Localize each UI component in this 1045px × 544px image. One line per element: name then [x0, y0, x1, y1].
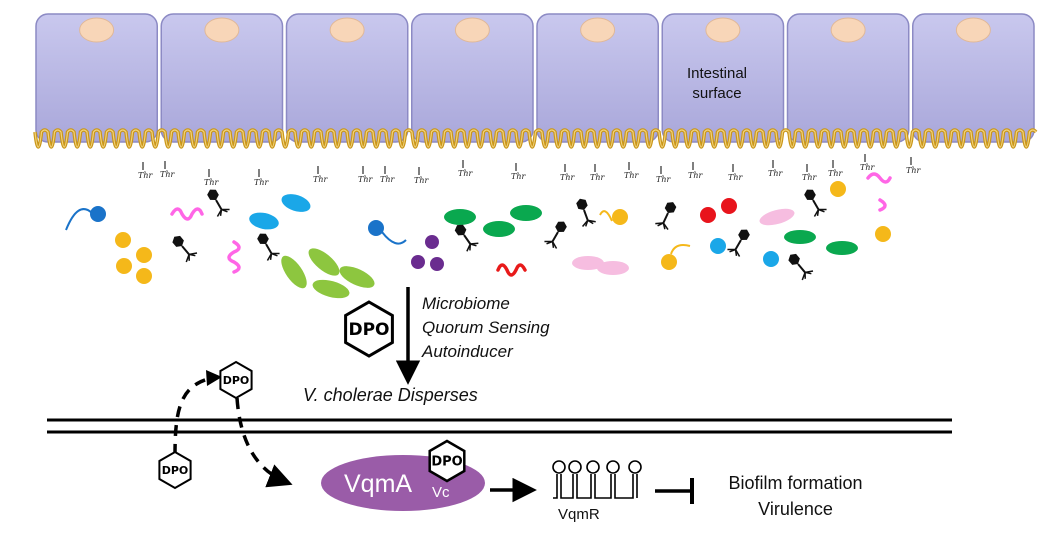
vqma-label: VqmA — [344, 470, 413, 498]
thr-label: Thr — [828, 169, 843, 178]
outcomes-label: Biofilm formation Virulence — [728, 473, 863, 519]
dpo-hexagon-bound: DPO — [428, 439, 466, 483]
epithelial-cell — [786, 13, 910, 143]
bacteriophages — [172, 189, 827, 281]
cell-nucleus — [454, 17, 490, 43]
bacteriophage — [172, 235, 198, 263]
bacteriophage — [576, 198, 596, 227]
bacteriophage — [727, 229, 750, 257]
epithelial-cell-layer — [35, 13, 1035, 143]
cell-nucleus — [955, 17, 991, 43]
thr-label: Thr — [802, 173, 817, 182]
thr-label: Thr — [414, 176, 429, 185]
purple-cocci — [411, 235, 444, 271]
cell-nucleus — [329, 17, 365, 43]
cell-nucleus — [204, 17, 240, 43]
thr-label: Thr — [768, 169, 783, 178]
blue-rods — [249, 194, 311, 230]
dpo-label: DPO — [431, 455, 462, 470]
microvilli-highlight — [34, 129, 1037, 148]
thr-label: Thr — [358, 175, 373, 184]
thr-label: Thr — [688, 171, 703, 180]
cell-nucleus — [580, 17, 616, 43]
bacteriophage — [804, 189, 827, 217]
microvilli-border — [33, 128, 1038, 149]
thr-label: Thr — [138, 171, 153, 180]
bacteriophage — [257, 233, 280, 261]
bacteriophage — [207, 189, 230, 217]
bacteriophage — [655, 202, 677, 230]
epithelial-cell — [35, 13, 158, 143]
thr-label: Thr — [590, 173, 605, 182]
vqmr-rna — [552, 460, 642, 499]
dpo-label: DPO — [223, 374, 250, 387]
dpo-label: DPO — [162, 464, 189, 477]
dpo-binding-arrow — [235, 397, 293, 488]
red-cocci — [700, 198, 737, 223]
dpo-hexagon-outside: DPO — [219, 360, 253, 400]
intestinal-surface-label: Intestinal surface — [686, 65, 748, 102]
pink-rods — [572, 208, 795, 275]
thr-label: Thr — [860, 163, 875, 172]
thr-label: Thr — [728, 173, 743, 182]
thr-label: Thr — [204, 178, 219, 187]
thr-label: Thr — [380, 175, 395, 184]
dpo-label: DPO — [348, 320, 389, 340]
dpo-hexagon-inside: DPO — [158, 450, 192, 490]
pathway-description: Microbiome Quorum Sensing Autoinducer — [422, 294, 550, 361]
thr-label: Thr — [560, 173, 575, 182]
cell-nucleus — [79, 17, 115, 43]
thr-label: Thr — [906, 166, 921, 175]
thr-label: Thr — [254, 178, 269, 187]
yellow-flagellated — [599, 209, 691, 270]
epithelial-cell — [661, 13, 785, 143]
microbiome — [65, 172, 892, 299]
cell-nucleus — [830, 17, 866, 43]
thr-label: Thr — [511, 172, 526, 181]
blue-flagellated — [65, 206, 407, 245]
thr-label: Thr — [313, 175, 328, 184]
dpo-hexagon-large: DPO — [344, 300, 394, 358]
epithelial-cell — [411, 13, 534, 143]
spirochetes — [170, 172, 892, 277]
cell-nucleus — [705, 17, 741, 43]
bacteriophage — [788, 253, 814, 281]
yellow-cocci — [115, 181, 891, 284]
dark-green-rods — [444, 205, 858, 255]
dpo-import-arrow — [173, 376, 213, 456]
cyan-cocci — [710, 238, 779, 267]
bacteriophage — [454, 224, 479, 252]
thr-label: Thr — [624, 171, 639, 180]
thr-label: Thr — [160, 170, 175, 179]
disperses-label: V. cholerae Disperses — [303, 385, 478, 405]
vqma-subscript: Vc — [432, 484, 450, 501]
vqmr-label: VqmR — [558, 506, 600, 523]
thr-label: Thr — [656, 175, 671, 184]
thr-label: Thr — [458, 169, 473, 178]
bacteriophage — [544, 221, 567, 249]
green-rods — [281, 248, 375, 299]
